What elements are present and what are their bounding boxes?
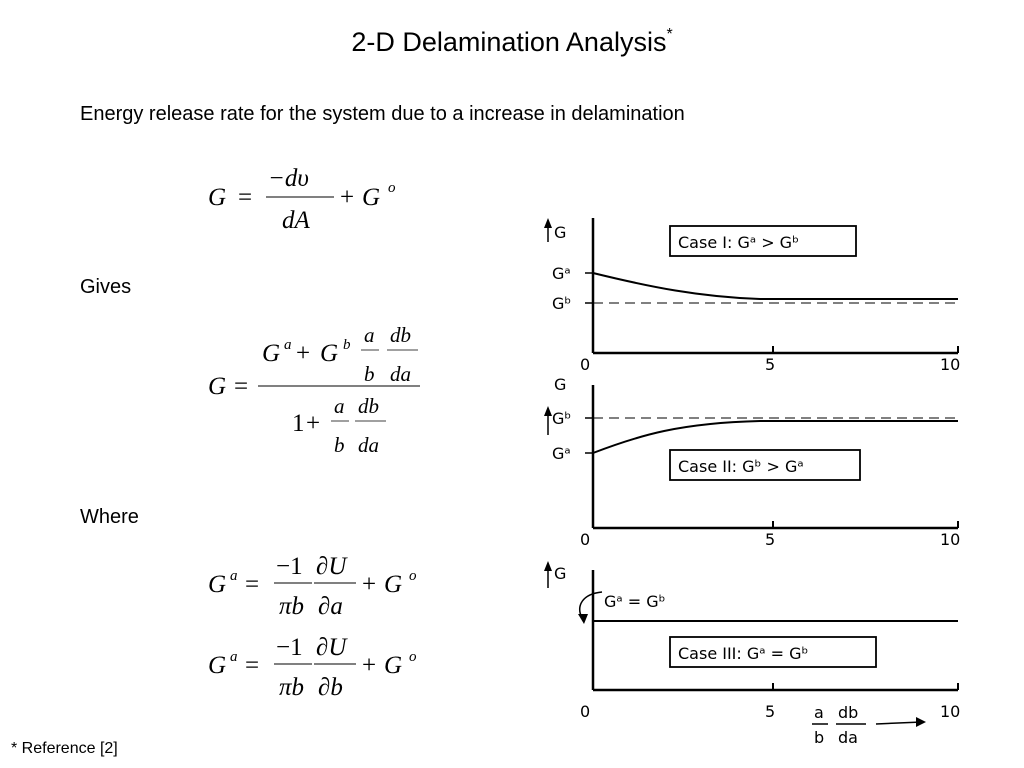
eq4-sup: a	[230, 649, 238, 665]
eq4-den1: πb	[279, 674, 304, 701]
case3-tick-0: 0	[580, 702, 590, 721]
eq3-equals: =	[245, 571, 259, 598]
case3-tick-10: 10	[940, 702, 960, 721]
eq2-den-da: da	[358, 433, 379, 457]
eq4-g: G	[208, 652, 226, 679]
eq4-num1: −1	[276, 634, 303, 661]
graph-case-3: G Gᵃ = Gᵇ Case III: Gᵃ = Gᵇ 0 5 10 a b d…	[544, 561, 960, 747]
case2-y-label: G	[554, 375, 566, 394]
eq4-plus: +	[362, 652, 376, 679]
eq4-equals: =	[245, 652, 259, 679]
delamination-case-graphs: G Gᵃ Gᵇ Case I: Gᵃ > Gᵇ 0 5 10 G Gᵇ Gᵃ C…	[544, 218, 960, 747]
case1-tick-5: 5	[765, 355, 775, 374]
eq2-g: G	[208, 373, 226, 400]
eq3-sup: a	[230, 568, 238, 584]
eq3-g: G	[208, 571, 226, 598]
eq2-num-sup-a: a	[284, 337, 292, 353]
case2-ga-label: Gᵃ	[552, 444, 571, 463]
case3-y-label: G	[554, 564, 566, 583]
graph-case-1: G Gᵃ Gᵇ Case I: Gᵃ > Gᵇ 0 5 10	[544, 218, 960, 374]
eq3-den2: ∂a	[318, 593, 343, 620]
where-label: Where	[80, 506, 139, 528]
eq1-sup-o: o	[388, 180, 396, 196]
eq2-den-plus: +	[306, 410, 320, 437]
gives-label: Gives	[80, 276, 132, 298]
eq2-den-one: 1	[292, 410, 305, 437]
eq1-plus: +	[340, 184, 354, 211]
eq3-den1: πb	[279, 593, 304, 620]
reference-note: * Reference [2]	[11, 740, 118, 757]
case2-gb-label: Gᵇ	[552, 409, 571, 428]
eq1-equals: =	[238, 184, 252, 211]
case2-tick-5: 5	[765, 530, 775, 549]
case1-tick-10: 10	[940, 355, 960, 374]
case1-box-label: Case I: Gᵃ > Gᵇ	[678, 233, 799, 252]
eq2-num-g-a: G	[262, 340, 280, 367]
eq4-den2: ∂b	[318, 674, 343, 701]
graph-case-2: G Gᵇ Gᵃ Case II: Gᵇ > Gᵃ 0 5 10	[544, 375, 960, 549]
intro-text: Energy release rate for the system due t…	[80, 103, 685, 125]
eq2-num-db: db	[390, 323, 411, 347]
eq3-plus: +	[362, 571, 376, 598]
eq2-den-a: a	[334, 394, 345, 418]
case1-tick-0: 0	[580, 355, 590, 374]
eq2-num-da: da	[390, 362, 411, 386]
x-label-b: b	[814, 728, 824, 747]
x-label-da: da	[838, 728, 858, 747]
eq4-num2: ∂U	[316, 634, 348, 661]
title-text: 2-D Delamination Analysis	[351, 27, 667, 57]
eq3-g-o: G	[384, 571, 402, 598]
eq2-num-b: b	[364, 362, 375, 386]
eq2-num-a: a	[364, 323, 375, 347]
case1-ga-label: Gᵃ	[552, 264, 571, 283]
title-footnote-marker: *	[666, 26, 673, 43]
eq2-den-b: b	[334, 433, 345, 457]
eq1-g: G	[208, 184, 226, 211]
eq3-num1: −1	[276, 553, 303, 580]
case3-tick-5: 5	[765, 702, 775, 721]
case1-gb-label: Gᵇ	[552, 294, 571, 313]
case2-box-label: Case II: Gᵇ > Gᵃ	[678, 457, 804, 476]
eq1-denominator: dA	[282, 207, 311, 234]
eq1-numerator: −dυ	[268, 165, 309, 192]
case2-tick-10: 10	[940, 530, 960, 549]
x-label-db: db	[838, 703, 858, 722]
case1-y-label: G	[554, 223, 566, 242]
eq2-den-db: db	[358, 394, 379, 418]
eq3-sup-o: o	[409, 568, 417, 584]
x-label-a: a	[814, 703, 824, 722]
case3-equal-label: Gᵃ = Gᵇ	[604, 592, 666, 611]
eq4-sup-o: o	[409, 649, 417, 665]
case3-box-label: Case III: Gᵃ = Gᵇ	[678, 644, 808, 663]
eq4-g-o: G	[384, 652, 402, 679]
eq2-num-plus: +	[296, 340, 310, 367]
slide-title: 2-D Delamination Analysis*	[0, 26, 1024, 58]
eq1-g-o: G	[362, 184, 380, 211]
eq2-num-g-b: G	[320, 340, 338, 367]
eq3-num2: ∂U	[316, 553, 348, 580]
case2-tick-0: 0	[580, 530, 590, 549]
eq2-num-sup-b: b	[343, 337, 351, 353]
eq2-equals: =	[234, 373, 248, 400]
